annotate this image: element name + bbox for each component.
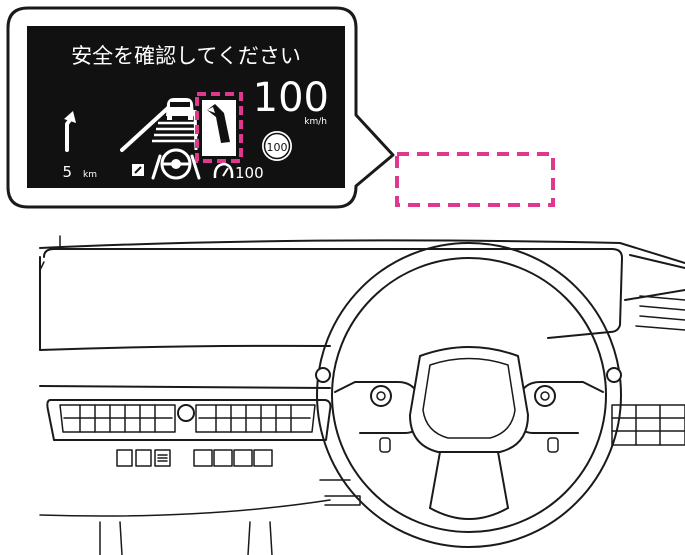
highlight-box-windshield: [395, 152, 555, 207]
steering-wheel: [315, 242, 622, 548]
center-vents: [46, 399, 332, 441]
lane-change-icon: [202, 100, 236, 156]
cruise-icon: [213, 162, 234, 179]
hud-screen: 安全を確認してください 100 km/h 5 km: [27, 26, 345, 188]
speed-readout: 100: [253, 75, 329, 121]
dashboard-illustration: [39, 235, 685, 555]
speed-limit-value: 100: [267, 141, 288, 154]
lead-car-icon: [166, 98, 194, 120]
hud-message: 安全を確認してください: [71, 44, 301, 68]
speed-unit: km/h: [304, 117, 327, 127]
instrument-display: [43, 248, 623, 339]
steering-assist-icon: [151, 148, 201, 180]
right-vents: [611, 254, 685, 446]
hazard-button: [177, 404, 195, 422]
highlight-box-hud: [195, 92, 243, 163]
dashboard-top-edge: [39, 239, 685, 264]
left-spoke-button: [370, 385, 392, 407]
turn-arrow-icon: [64, 111, 76, 152]
center-buttons: [116, 449, 273, 467]
nav-distance: 5: [62, 163, 72, 181]
right-spoke-button: [534, 385, 556, 407]
set-speed: 100: [235, 164, 264, 182]
speed-limit-sign-icon: 100: [262, 131, 292, 161]
nav-distance-unit: km: [83, 170, 97, 180]
lane-assist-icon: [132, 164, 144, 176]
